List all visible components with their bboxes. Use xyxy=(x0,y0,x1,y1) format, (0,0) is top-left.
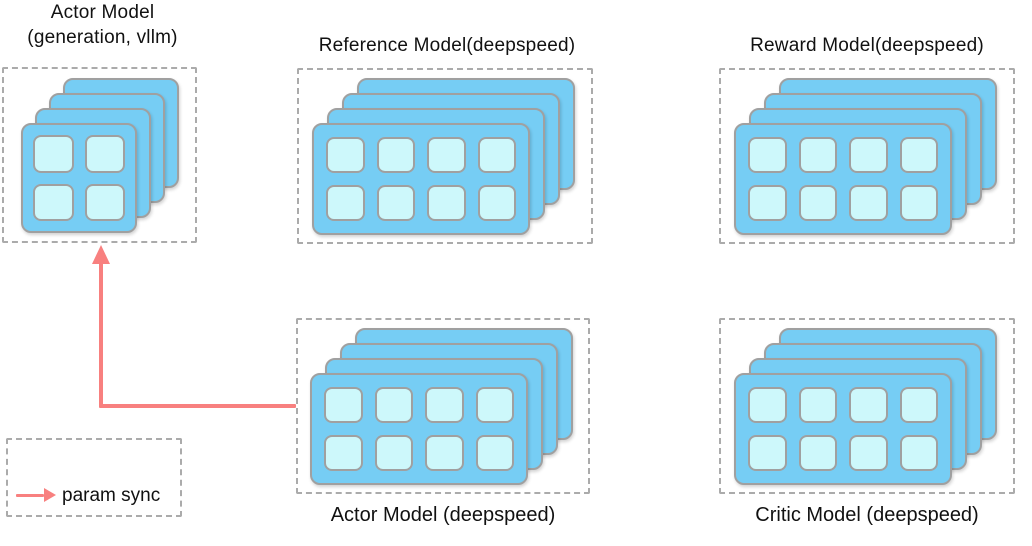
legend-label: param sync xyxy=(62,485,161,506)
gpu-cell xyxy=(798,435,837,471)
gpu-cell xyxy=(748,435,787,471)
gpu-cell xyxy=(748,387,787,423)
gpu-cell xyxy=(849,185,888,221)
gpu-cell xyxy=(477,185,516,221)
param-sync-arrowhead-icon xyxy=(92,245,110,264)
gpu-cell xyxy=(33,135,74,173)
actor-generation-box xyxy=(2,67,197,243)
gpu-cell xyxy=(748,137,787,173)
gpu-cell xyxy=(899,435,938,471)
gpu-cell xyxy=(849,435,888,471)
gpu-card-front xyxy=(734,373,952,485)
gpu-card-front xyxy=(734,123,952,235)
gpu-cell xyxy=(475,435,514,471)
param-sync-arrow-horizontal xyxy=(99,404,296,408)
gpu-cell xyxy=(849,387,888,423)
gpu-cell xyxy=(475,387,514,423)
gpu-cell xyxy=(374,387,413,423)
gpu-cell xyxy=(376,185,415,221)
gpu-cell xyxy=(374,435,413,471)
param-sync-arrow-vertical xyxy=(99,263,103,406)
legend-arrow-line-icon xyxy=(16,494,44,497)
module-label-actor-train: Actor Model (deepspeed) xyxy=(330,504,556,526)
module-title-line1: Actor Model xyxy=(50,2,155,23)
gpu-cell xyxy=(326,185,365,221)
actor-train-box xyxy=(296,318,590,494)
gpu-cell xyxy=(748,185,787,221)
gpu-cell xyxy=(798,387,837,423)
module-title-line1: Reference Model(deepspeed) xyxy=(318,35,576,56)
gpu-cell xyxy=(477,137,516,173)
module-title-line2: (generation, vllm) xyxy=(27,27,178,48)
reference-box xyxy=(297,68,593,244)
module-title-reference: Reference Model(deepspeed) xyxy=(287,33,607,58)
gpu-card-front xyxy=(312,123,530,235)
gpu-cell xyxy=(326,137,365,173)
reward-box xyxy=(719,68,1015,244)
gpu-cell xyxy=(324,435,363,471)
gpu-cell xyxy=(899,387,938,423)
gpu-card-front xyxy=(21,123,137,233)
gpu-cell xyxy=(84,135,125,173)
gpu-cell xyxy=(425,435,464,471)
legend-box: param sync xyxy=(6,438,182,517)
gpu-cell xyxy=(324,387,363,423)
module-title-reward: Reward Model(deepspeed) xyxy=(707,33,1027,58)
gpu-cell xyxy=(899,137,938,173)
gpu-cell xyxy=(798,137,837,173)
gpu-cell xyxy=(427,185,466,221)
gpu-cell xyxy=(33,183,74,221)
gpu-cell xyxy=(899,185,938,221)
gpu-cell xyxy=(376,137,415,173)
module-title-line1: Reward Model(deepspeed) xyxy=(750,35,984,56)
gpu-card-front xyxy=(310,373,528,485)
module-label-critic: Critic Model (deepspeed) xyxy=(755,504,979,526)
critic-box xyxy=(719,318,1015,494)
gpu-cell xyxy=(849,137,888,173)
gpu-cell xyxy=(427,137,466,173)
legend-arrow-head-icon xyxy=(44,488,56,502)
gpu-cell xyxy=(84,183,125,221)
module-title-actor-generation: Actor Model (generation, vllm) xyxy=(0,0,205,50)
gpu-cell xyxy=(798,185,837,221)
gpu-cell xyxy=(425,387,464,423)
